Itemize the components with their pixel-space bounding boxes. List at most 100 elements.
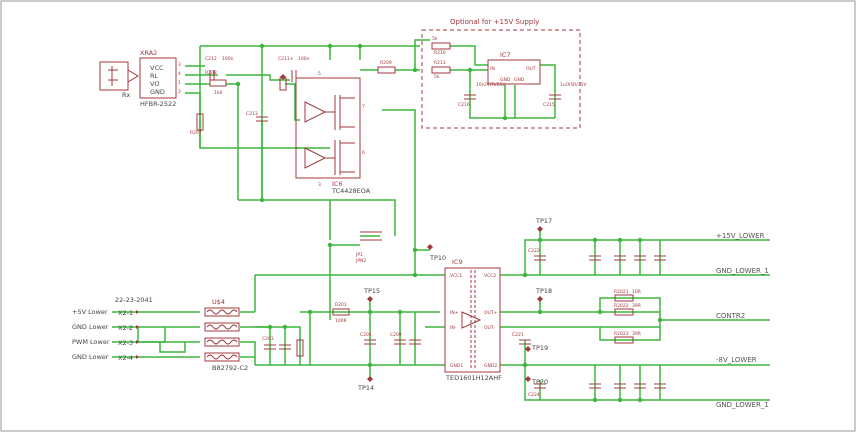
tp15-label: TP15 [363,287,380,295]
hfbr-pin-vcc: VCC [150,64,164,72]
svg-text:JPN2: JPN2 [355,258,366,264]
svg-text:GND1: GND1 [450,363,463,369]
tp17-label: TP17 [535,217,552,225]
svg-text:5k: 5k [432,36,438,42]
ic7-label: IC7 [500,51,511,59]
resistor-r207: R207 [190,113,204,136]
svg-text:100n: 100n [222,56,234,62]
u4-part-name: B82792-C2 [212,364,248,372]
ic9-label: IC9 [452,258,463,266]
net-m8v-lower: -8V_LOWER [716,356,757,364]
resistor-r210: 5k R210 [431,36,451,56]
svg-text:1: 1 [178,80,181,86]
hfbr-rx-label: Rx [122,91,131,99]
x2-3-label: X2-3 [118,339,133,347]
svg-text:VCC1: VCC1 [450,273,462,279]
tp10-label: TP10 [429,254,446,262]
svg-text:GND: GND [514,77,525,83]
svg-text:IN+: IN+ [450,310,459,316]
capacitors-8v-rail: C221 C224 [512,332,666,398]
tp19-label: TP19 [531,344,548,352]
hfbr-pin-gnd: GND [150,88,165,96]
test-points: TP10 TP15 TP14 TP17 TP18 TP19 TP20 [357,217,552,392]
svg-text:IN-: IN- [450,325,457,331]
gate-resistors: R2021 10R R2022 39R R2023 39R [614,289,641,344]
svg-text:10R: 10R [632,289,641,295]
svg-text:C203: C203 [262,336,274,342]
u4-label: U$4 [212,298,225,306]
x2-2-label: X2-2 [118,324,133,332]
svg-text:C212: C212 [205,56,217,62]
ic9-part-name: TED1601H12AHF [445,374,502,382]
net-pwm-lower: PWM Lower [72,338,110,346]
connector-part-name: 22-23-2041 [115,296,153,304]
xra2-label: XRA2 [140,49,157,57]
jumper-jp1: JP1 JPN2 [355,231,382,264]
net-gnd-lower-1: GND Lower [72,323,109,331]
resistor-r211: R211 5k [431,60,451,80]
svg-text:100R: 100R [335,318,347,324]
svg-text:39R: 39R [632,303,641,309]
capacitor-c215: C215 1u/X5R/35V [543,82,588,108]
svg-text:R208: R208 [205,70,217,76]
svg-text:VCC2: VCC2 [484,273,496,279]
svg-text:2: 2 [178,89,181,95]
capacitor-c201: C201 [360,332,376,345]
resistor-r206 [279,74,287,91]
svg-text:3: 3 [178,62,181,68]
capacitor-c213: C213 [246,111,268,122]
connector-x2: 22-23-2041 X2-1 X2-2 X2-3 X2-4 [115,296,153,362]
svg-text:IN: IN [490,66,495,72]
net-gnd-lower-2: GND Lower [72,353,109,361]
svg-text:C216: C216 [458,102,470,108]
svg-text:C224: C224 [528,392,540,398]
tp20-label: TP20 [531,378,548,386]
svg-text:R207: R207 [190,130,202,136]
net-gnd-lower-1a: GND_LOWER_1 [716,267,769,275]
net-contr2: CONTR2 [716,312,745,320]
ic9-dcdc-converter: IC9 TED1601H12AHF VCC1 VCC2 IN+ IN- OUT+… [444,258,502,382]
svg-text:C215: C215 [543,102,555,108]
net-gnd-lower-1b: GND_LOWER_1 [716,401,769,409]
capacitor-c212: C212 100n [205,56,234,80]
svg-text:R2022: R2022 [614,303,629,309]
svg-text:C201: C201 [360,332,372,338]
ic6-part-name: TC4428EOA [331,187,371,195]
optional-supply-label: Optional for +15V Supply [450,18,539,26]
svg-text:C221: C221 [512,332,524,338]
svg-text:R2023: R2023 [614,331,629,337]
resistor-r-pulldown [296,339,304,357]
svg-text:OUT: OUT [526,66,536,72]
svg-text:3: 3 [318,182,321,188]
svg-text:C211+: C211+ [278,56,294,62]
svg-text:JP1: JP1 [355,252,363,258]
hfbr-pin-vo: VO [150,80,159,88]
svg-text:C209: C209 [390,332,402,338]
fiber-receiver-hfbr: XRA2 VCC RL VO GND Rx HFBR-2522 3 4 1 2 [99,49,181,108]
svg-text:6: 6 [362,150,365,156]
ic6-driver: 5 7 6 3 IC6 TC4428EOA [295,71,371,195]
net-p15v-lower: +15V_LOWER [716,232,765,240]
svg-text:4: 4 [178,71,181,77]
tp14-label: TP14 [357,384,374,392]
svg-text:GND2: GND2 [484,363,497,369]
svg-text:R209: R209 [380,60,392,66]
svg-text:OUT-: OUT- [484,325,495,331]
svg-text:R211: R211 [434,60,446,66]
svg-text:1u/X5R/35V: 1u/X5R/35V [560,82,588,88]
svg-text:R210: R210 [434,50,446,56]
junction-dots [235,43,663,403]
capacitor-c209: C209 [390,332,406,345]
optional-supply-box [421,29,581,129]
hfbr-pin-rl: RL [150,72,159,80]
common-mode-choke-u4: U$4 B82792-C2 [204,298,248,372]
x2-1-label: X2-1 [118,309,133,317]
svg-text:C222: C222 [528,248,540,254]
svg-text:39R: 39R [632,331,641,337]
svg-text:10n/X7R/25V: 10n/X7R/25V [476,82,506,88]
capacitor-c203: C203 [262,336,276,350]
svg-text:OUT+: OUT+ [484,310,498,316]
ic7-regulator: IC7 IN OUT GND GND [487,51,541,85]
